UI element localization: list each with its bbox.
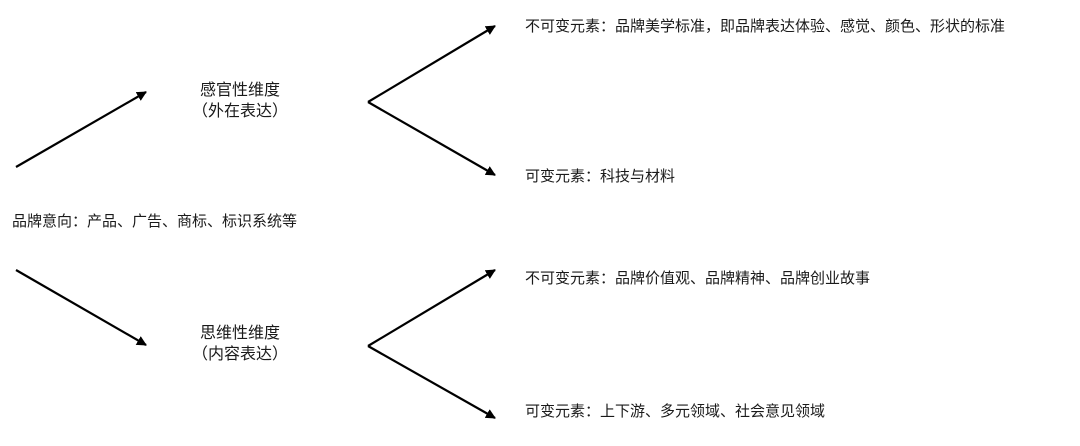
sensory-dimension-subtitle: （外在表达） [191, 101, 288, 120]
arrow-sensory-to-variable [367, 101, 496, 176]
arrow-root-to-sensory [15, 91, 147, 168]
arrow-root-to-thinking [15, 269, 147, 346]
arrow-thinking-to-fixed [367, 269, 496, 347]
thinking-dimension-title: 思维性维度 [199, 323, 280, 342]
sensory-dimension-title: 感官性维度 [199, 80, 280, 99]
arrow-sensory-to-fixed [367, 25, 496, 103]
root-label: 品牌意向：产品、广告、商标、标识系统等 [12, 212, 298, 230]
sensory-fixed-elements: 不可变元素：品牌美学标准，即品牌表达体验、感觉、颜色、形状的标准 [525, 17, 1006, 35]
thinking-variable-elements: 可变元素：上下游、多元领域、社会意见领域 [525, 402, 826, 420]
thinking-fixed-elements: 不可变元素：品牌价值观、品牌精神、品牌创业故事 [525, 269, 871, 287]
thinking-dimension-subtitle: （内容表达） [191, 344, 288, 363]
arrow-thinking-to-variable [367, 345, 496, 419]
sensory-variable-elements: 可变元素：科技与材料 [525, 167, 676, 185]
sensory-dimension-node: 感官性维度 （外在表达） [160, 79, 320, 121]
thinking-dimension-node: 思维性维度 （内容表达） [160, 322, 320, 364]
